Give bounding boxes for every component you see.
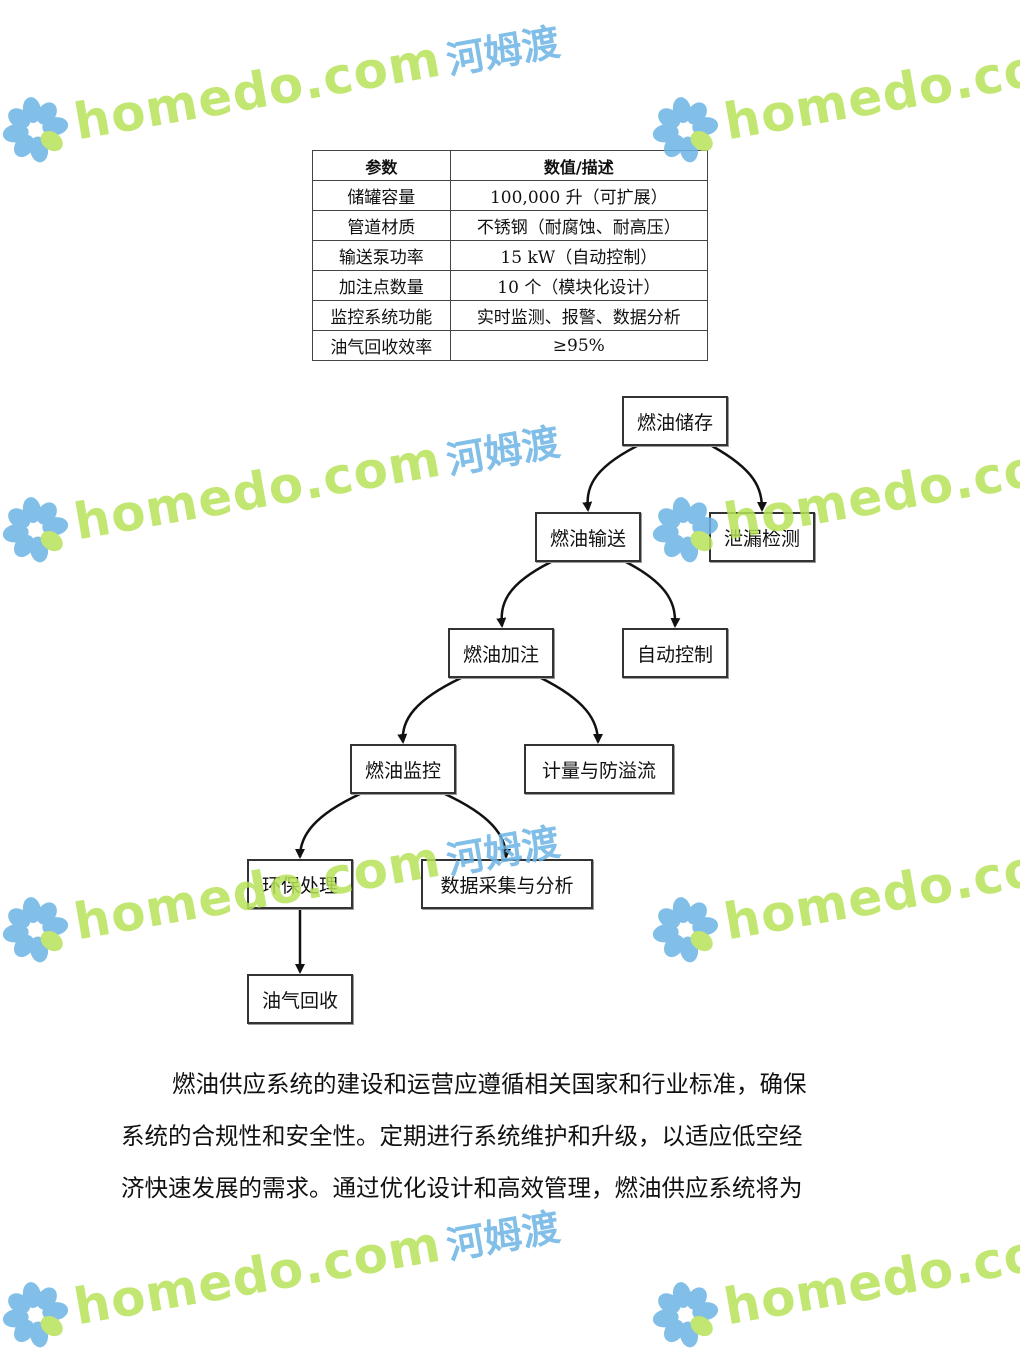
paragraph-line: 燃油供应系统的建设和运营应遵循相关国家和行业标准，确保 (172, 1070, 807, 1098)
table-cell: ≥95% (449, 330, 709, 361)
flow-node-storage: 燃油储存 (622, 396, 728, 446)
arrow-fill-monitor (397, 676, 462, 744)
arrow-monitor-eco (295, 792, 361, 859)
table-cell: 储罐容量 (312, 180, 451, 211)
table-header-row: 参数 数值/描述 (312, 150, 709, 181)
table-row: 输送泵功率 15 kW（自动控制） (312, 240, 709, 271)
table-cell: 加注点数量 (312, 270, 451, 301)
flow-node-metering: 计量与防溢流 (524, 744, 674, 794)
table-cell: 不锈钢（耐腐蚀、耐高压） (449, 210, 709, 241)
header-parameter: 参数 (312, 150, 451, 181)
flow-node-auto-control: 自动控制 (622, 628, 728, 678)
flow-node-transport: 燃油输送 (535, 512, 641, 562)
flow-node-vapor-recovery: 油气回收 (247, 974, 353, 1024)
flow-node-monitor: 燃油监控 (350, 744, 456, 794)
arrow-transport-fill (496, 560, 552, 628)
flow-node-eco: 环保处理 (247, 859, 353, 909)
arrow-storage-transport (582, 444, 638, 512)
table-cell: 100,000 升（可扩展） (449, 180, 709, 211)
arrow-transport-auto (625, 560, 681, 628)
table-cell: 输送泵功率 (312, 240, 451, 271)
flow-node-fill: 燃油加注 (448, 628, 554, 678)
table-cell: 油气回收效率 (312, 330, 451, 361)
table-row: 监控系统功能 实时监测、报警、数据分析 (312, 300, 709, 331)
header-value: 数值/描述 (449, 150, 709, 181)
flowchart-connectors (295, 444, 767, 974)
arrow-fill-metering (540, 676, 603, 744)
table-cell: 实时监测、报警、数据分析 (449, 300, 709, 331)
table-cell: 管道材质 (312, 210, 451, 241)
flow-node-leak-detection: 泄漏检测 (709, 512, 815, 562)
arrow-monitor-data (444, 792, 511, 859)
paragraph-line: 系统的合规性和安全性。定期进行系统维护和升级，以适应低空经 (121, 1122, 803, 1150)
paragraph-line: 济快速发展的需求。通过优化设计和高效管理，燃油供应系统将为 (121, 1174, 803, 1202)
table-row: 储罐容量 100,000 升（可扩展） (312, 180, 709, 211)
flow-node-data-analysis: 数据采集与分析 (421, 859, 593, 909)
table-cell: 监控系统功能 (312, 300, 451, 331)
body-paragraph: 燃油供应系统的建设和运营应遵循相关国家和行业标准，确保 系统的合规性和安全性。定… (121, 1058, 901, 1214)
parameter-table: 参数 数值/描述 储罐容量 100,000 升（可扩展） 管道材质 不锈钢（耐腐… (312, 150, 709, 361)
table-cell: 15 kW（自动控制） (449, 240, 709, 271)
arrow-storage-leak (711, 444, 767, 512)
table-row: 管道材质 不锈钢（耐腐蚀、耐高压） (312, 210, 709, 241)
table-row: 油气回收效率 ≥95% (312, 330, 709, 361)
table-cell: 10 个（模块化设计） (449, 270, 709, 301)
table-row: 加注点数量 10 个（模块化设计） (312, 270, 709, 301)
